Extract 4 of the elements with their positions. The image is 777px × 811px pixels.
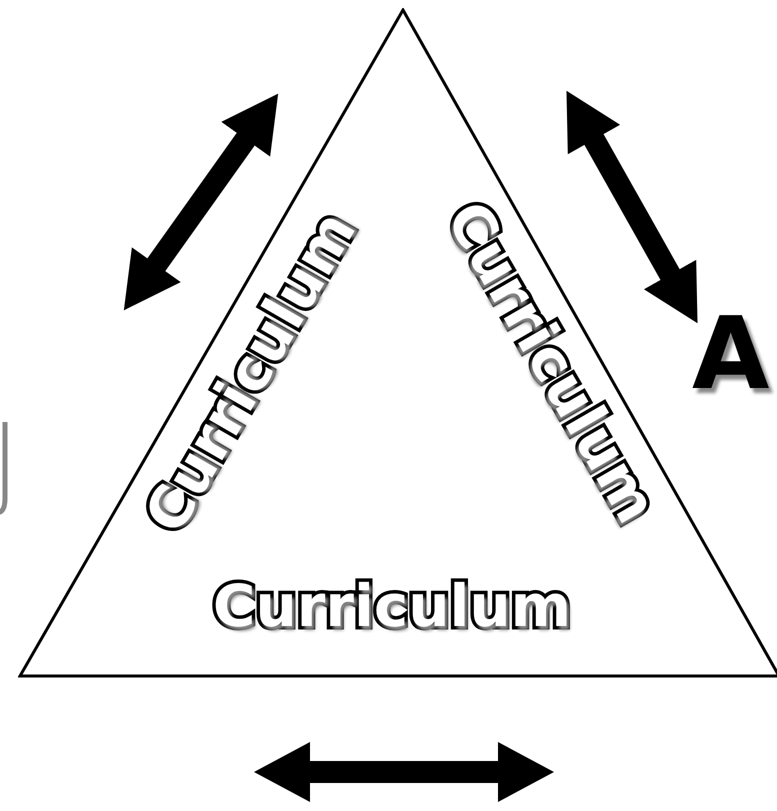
side-label: Curriculum — [212, 577, 572, 635]
label-text: A — [692, 304, 770, 404]
double-arrow — [566, 90, 698, 324]
triangle — [18, 8, 777, 678]
